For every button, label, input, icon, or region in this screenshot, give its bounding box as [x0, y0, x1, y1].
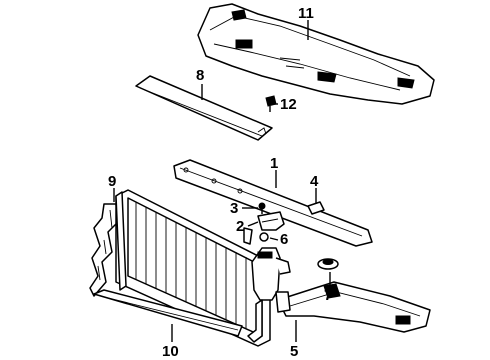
splash-shield-part — [197, 3, 435, 105]
callout-7: 7 — [324, 287, 332, 304]
callout-1: 1 — [270, 155, 278, 172]
callout-2: 2 — [236, 218, 244, 235]
callout-3: 3 — [230, 200, 238, 217]
nut-part — [259, 232, 269, 242]
leader-lines — [113, 20, 331, 342]
lower-shield-part — [275, 281, 431, 333]
mount-bracket-part — [257, 211, 285, 231]
radiator-part — [115, 189, 271, 347]
callout-6: 6 — [280, 231, 288, 248]
seal-strip-part — [135, 75, 273, 141]
callout-12: 12 — [280, 96, 297, 113]
side-baffle-part — [89, 203, 119, 297]
lower-deflector-part — [93, 289, 243, 337]
coolant-reservoir-part — [247, 247, 291, 343]
grommet-part — [317, 258, 339, 270]
bolt-part — [258, 202, 266, 214]
callout-8: 8 — [196, 67, 204, 84]
callout-5: 5 — [290, 343, 298, 360]
tie-bar-part — [173, 159, 373, 247]
callout-10: 10 — [162, 343, 179, 360]
callout-9: 9 — [108, 173, 116, 190]
callout-4: 4 — [310, 173, 319, 190]
callout-11: 11 — [298, 5, 314, 22]
